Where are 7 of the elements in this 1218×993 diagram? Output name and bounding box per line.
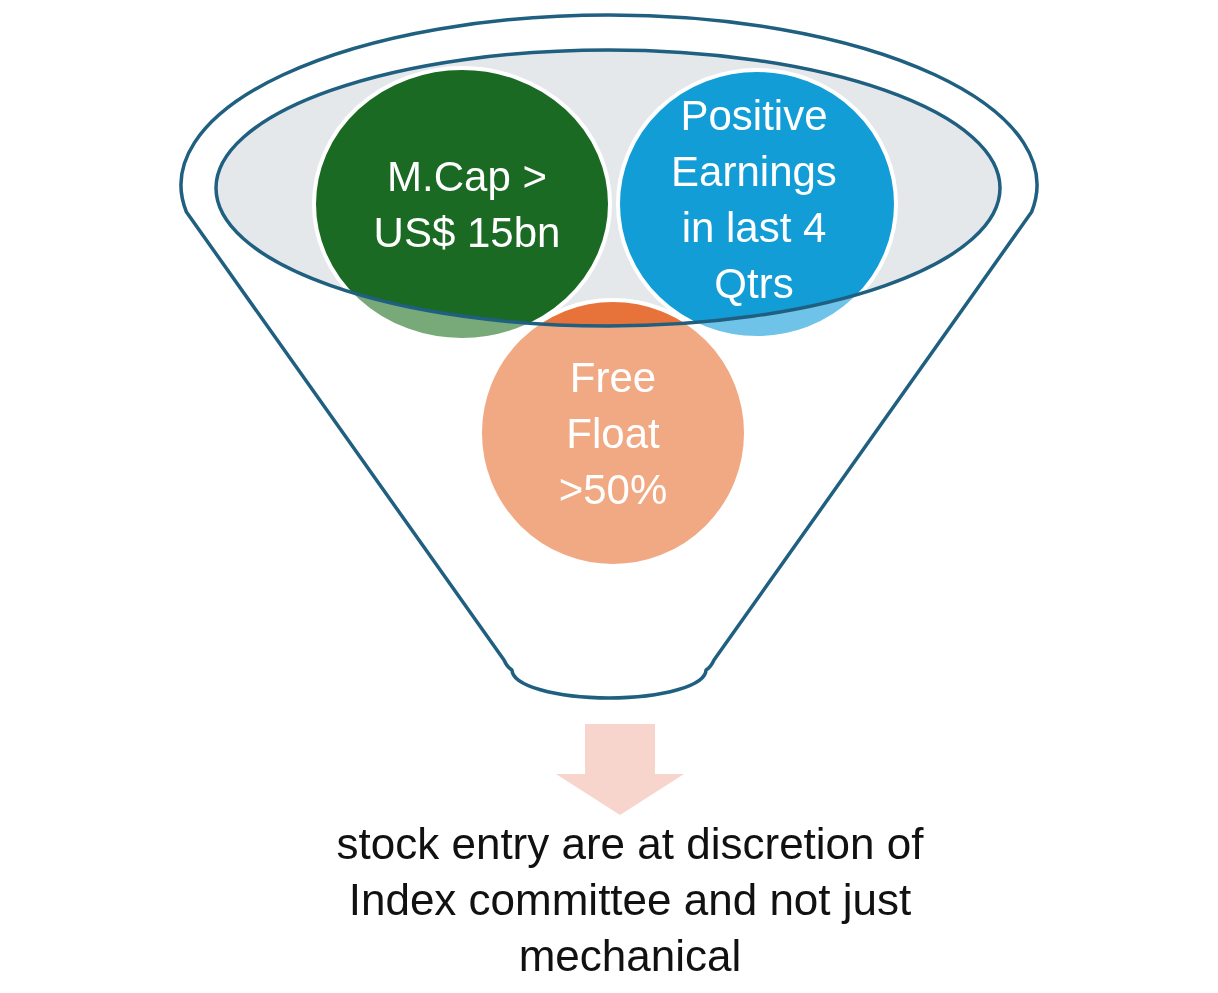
criterion-text: Free Float >50%	[557, 353, 669, 515]
criterion-text: M.Cap > US$ 15bn	[372, 152, 562, 258]
filter-circle	[616, 68, 898, 340]
filter-circle	[312, 66, 612, 342]
criterion-text: Positive Earnings in last 4 Qtrs	[670, 91, 838, 309]
block-arrow	[556, 724, 684, 815]
conclusion-text: stock entry are at discretion of Index committee and not just mechanical	[320, 816, 940, 984]
